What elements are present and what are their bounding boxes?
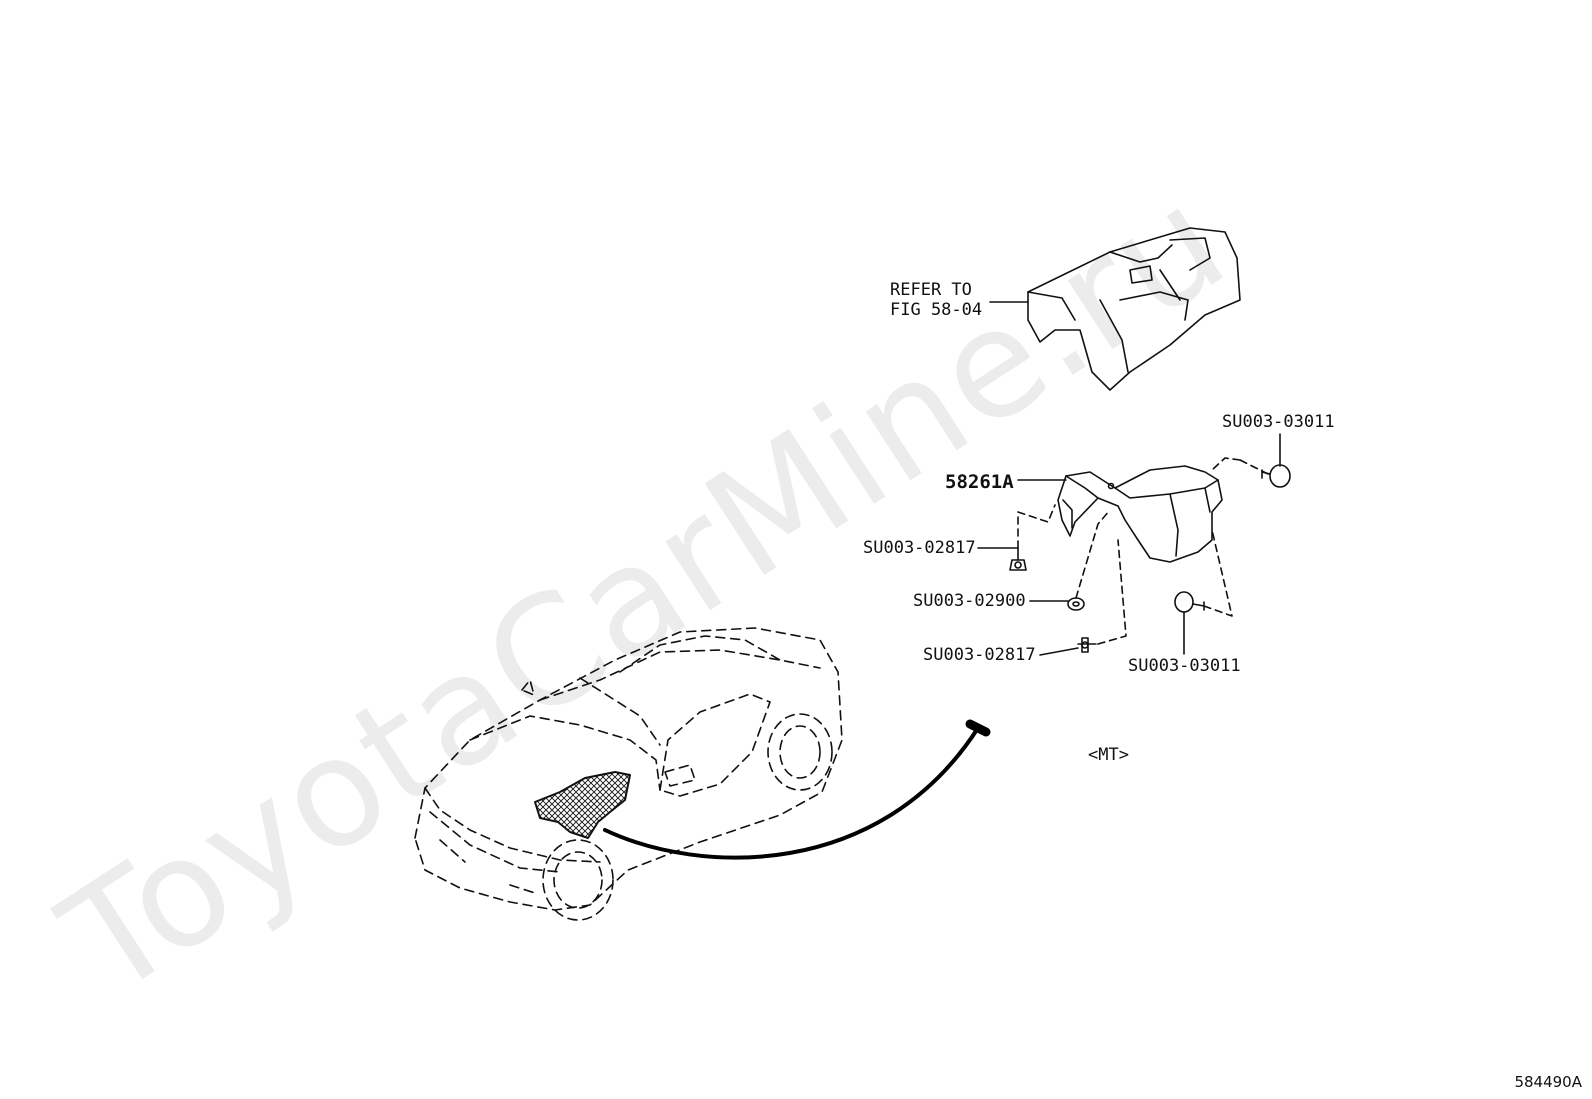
clip-top-icon: [1261, 464, 1291, 488]
watermark: ToyotaCarMine.ru: [34, 153, 1255, 1031]
clip-top-label: SU003-03011: [1222, 412, 1335, 432]
assembly-dash-lines: [1017, 457, 1269, 645]
clip-lower-icon: [1174, 591, 1205, 613]
bolt-lower-label: SU003-02817: [923, 645, 1036, 665]
silencer-58261a: [1057, 465, 1223, 563]
callout-curve-end: [965, 719, 991, 737]
figure-number: 584490A: [1514, 1073, 1582, 1091]
bolt-upper-label: SU003-02817: [863, 538, 976, 558]
part-58261a-label: 58261A: [945, 471, 1014, 493]
floor-silencer-reference-part: [1027, 227, 1241, 391]
nut-icon: [1067, 597, 1085, 611]
nut-label: SU003-02900: [913, 591, 1026, 611]
highlighted-location-icon: [534, 771, 631, 839]
location-callout-curve: [603, 726, 980, 860]
clip-lower-label: SU003-03011: [1128, 656, 1241, 676]
bolt-upper-icon: [1009, 547, 1027, 571]
bolt-lower-leader-line: [1039, 647, 1079, 656]
bolt-lower-icon: [1077, 637, 1097, 653]
vehicle-outline: [414, 627, 843, 921]
refer-to-fig-label: REFER TO FIG 58-04: [890, 280, 983, 320]
variant-label: <MT>: [1088, 745, 1129, 765]
